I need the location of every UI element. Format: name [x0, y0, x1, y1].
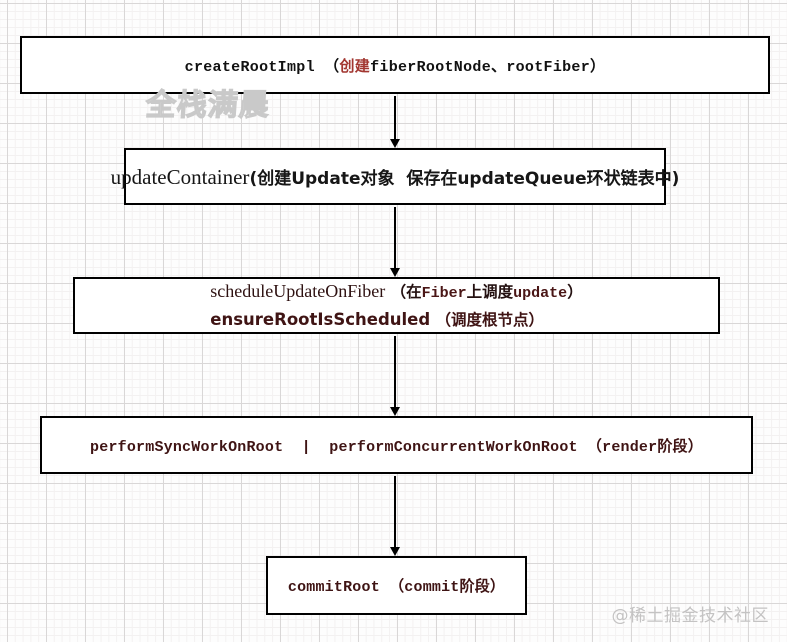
- label-pre: createRootImpl （: [184, 58, 340, 76]
- flow-box-update-container: updateContainer(创建Update对象 保存在updateQueu…: [111, 148, 679, 205]
- flow-box-schedule-update: scheduleUpdateOnFiber （在Fiber上调度update） …: [73, 277, 720, 334]
- connector-arrow-3: [390, 336, 400, 416]
- connector-arrow-1: [390, 96, 400, 148]
- flow-box-perform-work-on-root: performSyncWorkOnRoot | performConcurren…: [40, 416, 753, 474]
- ensure-root-is-scheduled-line: ensureRootIsScheduled （调度根节点）: [210, 307, 582, 334]
- function-desc: (创建Update对象 保存在updateQueue环状链表中): [249, 168, 680, 189]
- connector-arrow-4: [390, 476, 400, 556]
- function-name: updateContainer: [110, 164, 250, 189]
- desc-open: （在: [385, 282, 422, 301]
- schedule-update-on-fiber-line: scheduleUpdateOnFiber （在Fiber上调度update）: [210, 278, 582, 307]
- function-desc: （调度根节点）: [430, 310, 545, 329]
- function-name: ensureRootIsScheduled: [210, 309, 431, 329]
- function-name: scheduleUpdateOnFiber: [210, 280, 386, 301]
- label-highlight: 创建: [339, 58, 371, 76]
- desc-mid: 上调度: [466, 282, 514, 301]
- code-fiber: Fiber: [421, 284, 467, 302]
- flow-box-schedule-update-labels: scheduleUpdateOnFiber （在Fiber上调度update） …: [210, 278, 582, 334]
- desc-close: ）: [567, 282, 583, 301]
- code-update: update: [513, 284, 568, 302]
- label-post: fiberRootNode、rootFiber）: [370, 58, 606, 76]
- flow-box-commit-root: commitRoot （commit阶段）: [266, 556, 527, 615]
- connector-arrow-2: [390, 207, 400, 277]
- juejin-community-watermark: @稀土掘金技术社区: [611, 606, 769, 626]
- flow-box-commit-root-label: commitRoot （commit阶段）: [287, 579, 506, 596]
- flow-box-perform-work-label: performSyncWorkOnRoot | performConcurren…: [90, 438, 703, 456]
- flow-box-create-root-impl-label: createRootImpl （创建fiberRootNode、rootFibe…: [185, 55, 606, 76]
- author-watermark: 全栈满晨: [144, 87, 272, 123]
- flow-box-create-root-impl: createRootImpl （创建fiberRootNode、rootFibe…: [20, 36, 770, 94]
- flow-box-update-container-label: updateContainer(创建Update对象 保存在updateQueu…: [111, 164, 680, 190]
